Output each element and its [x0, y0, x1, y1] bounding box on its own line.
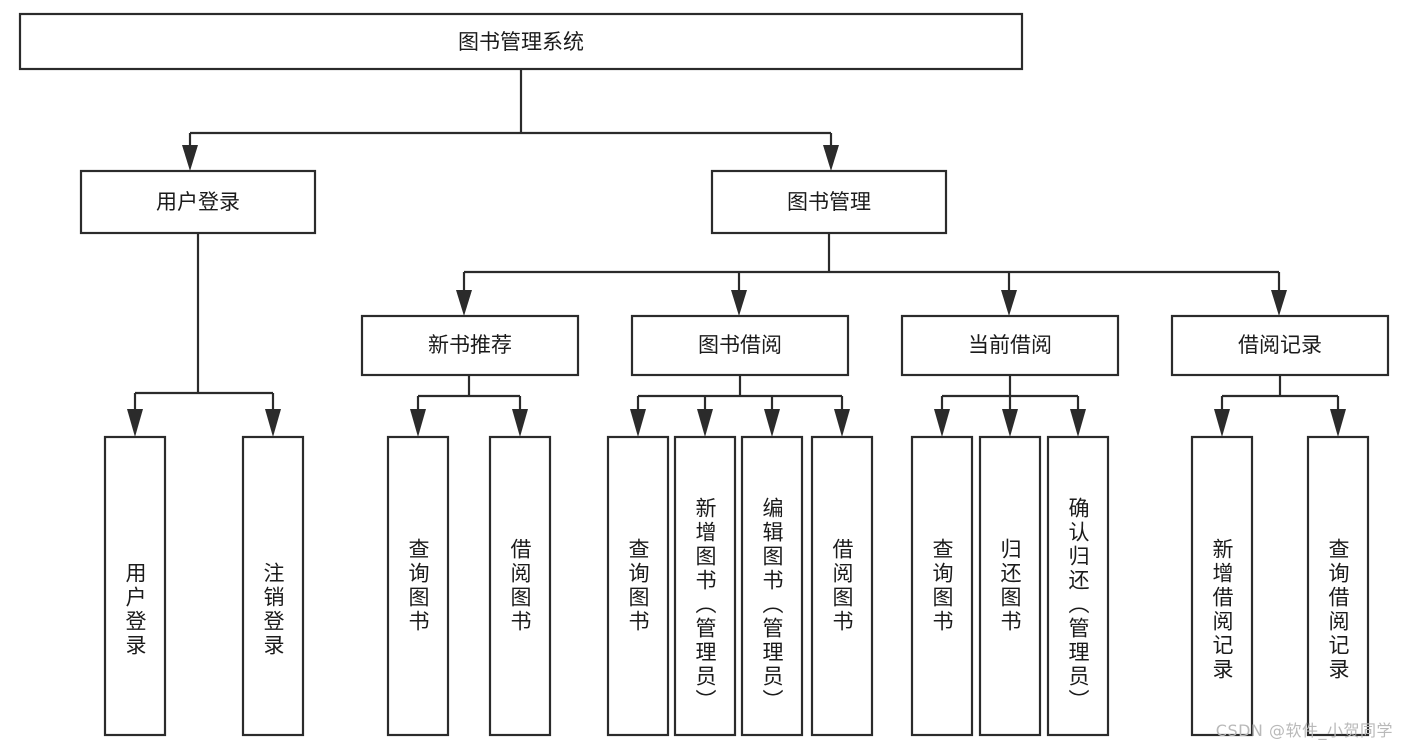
leaf-borrow-record-1-label: 查询借阅记录: [1326, 538, 1350, 682]
node-new-book-recommend-label: 新书推荐: [428, 333, 512, 357]
node-book-management[interactable]: 图书管理: [710, 169, 948, 235]
leaf-new-book-recommend-0[interactable]: 查询图书: [386, 435, 450, 737]
leaf-user-login-1[interactable]: 注销登录: [241, 435, 305, 737]
leaf-book-borrow-3-label: 借阅图书: [830, 538, 854, 634]
connectors-borrow-record-to-leaves: [1214, 375, 1346, 437]
leaf-current-borrow-2[interactable]: 确认归还（管理员）: [1046, 435, 1110, 737]
leaf-book-borrow-2-label: 编辑图书（管理员）: [760, 497, 784, 713]
node-borrow-record-label: 借阅记录: [1238, 333, 1322, 357]
leaf-user-login-1-label: 注销登录: [261, 562, 285, 658]
node-book-management-label: 图书管理: [787, 190, 871, 214]
leaf-book-borrow-0[interactable]: 查询图书: [606, 435, 670, 737]
node-root[interactable]: 图书管理系统: [18, 12, 1024, 71]
leaf-borrow-record-0-label: 新增借阅记录: [1210, 538, 1234, 682]
leaf-new-book-recommend-0-label: 查询图书: [406, 538, 430, 634]
node-current-borrow-label: 当前借阅: [968, 333, 1052, 357]
connectors-level2-to-level3: [456, 233, 1287, 316]
leaf-new-book-recommend-1-label: 借阅图书: [508, 538, 532, 634]
node-root-label: 图书管理系统: [458, 30, 584, 54]
leaf-new-book-recommend-1[interactable]: 借阅图书: [488, 435, 552, 737]
connectors-root-to-level2: [182, 69, 839, 171]
leaf-current-borrow-0[interactable]: 查询图书: [910, 435, 974, 737]
leaf-book-borrow-2[interactable]: 编辑图书（管理员）: [740, 435, 804, 737]
node-user-login-label: 用户登录: [156, 190, 240, 214]
leaf-book-borrow-1-label: 新增图书（管理员）: [693, 497, 717, 713]
node-new-book-recommend[interactable]: 新书推荐: [360, 314, 580, 377]
node-borrow-record[interactable]: 借阅记录: [1170, 314, 1390, 377]
node-current-borrow[interactable]: 当前借阅: [900, 314, 1120, 377]
node-user-login[interactable]: 用户登录: [79, 169, 317, 235]
leaf-book-borrow-1[interactable]: 新增图书（管理员）: [673, 435, 737, 737]
node-book-borrow-label: 图书借阅: [698, 333, 782, 357]
leaf-book-borrow-0-label: 查询图书: [626, 538, 650, 634]
leaf-current-borrow-0-label: 查询图书: [930, 538, 954, 634]
leaf-current-borrow-2-label: 确认归还（管理员）: [1066, 497, 1090, 713]
leaf-current-borrow-1[interactable]: 归还图书: [978, 435, 1042, 737]
leaf-current-borrow-1-label: 归还图书: [998, 538, 1022, 634]
leaf-borrow-record-0[interactable]: 新增借阅记录: [1190, 435, 1254, 737]
csdn-watermark: CSDN @软件_小贺同学: [1215, 721, 1393, 740]
connectors-new-book-to-leaves: [410, 375, 528, 437]
leaf-borrow-record-1[interactable]: 查询借阅记录: [1306, 435, 1370, 737]
connectors-current-borrow-to-leaves: [934, 375, 1086, 437]
leaf-book-borrow-3[interactable]: 借阅图书: [810, 435, 874, 737]
leaf-user-login-0-label: 用户登录: [123, 562, 147, 658]
connectors-book-borrow-to-leaves: [630, 375, 850, 437]
leaf-user-login-0[interactable]: 用户登录: [103, 435, 167, 737]
connectors-user-login-to-leaves: [127, 233, 281, 437]
node-book-borrow[interactable]: 图书借阅: [630, 314, 850, 377]
